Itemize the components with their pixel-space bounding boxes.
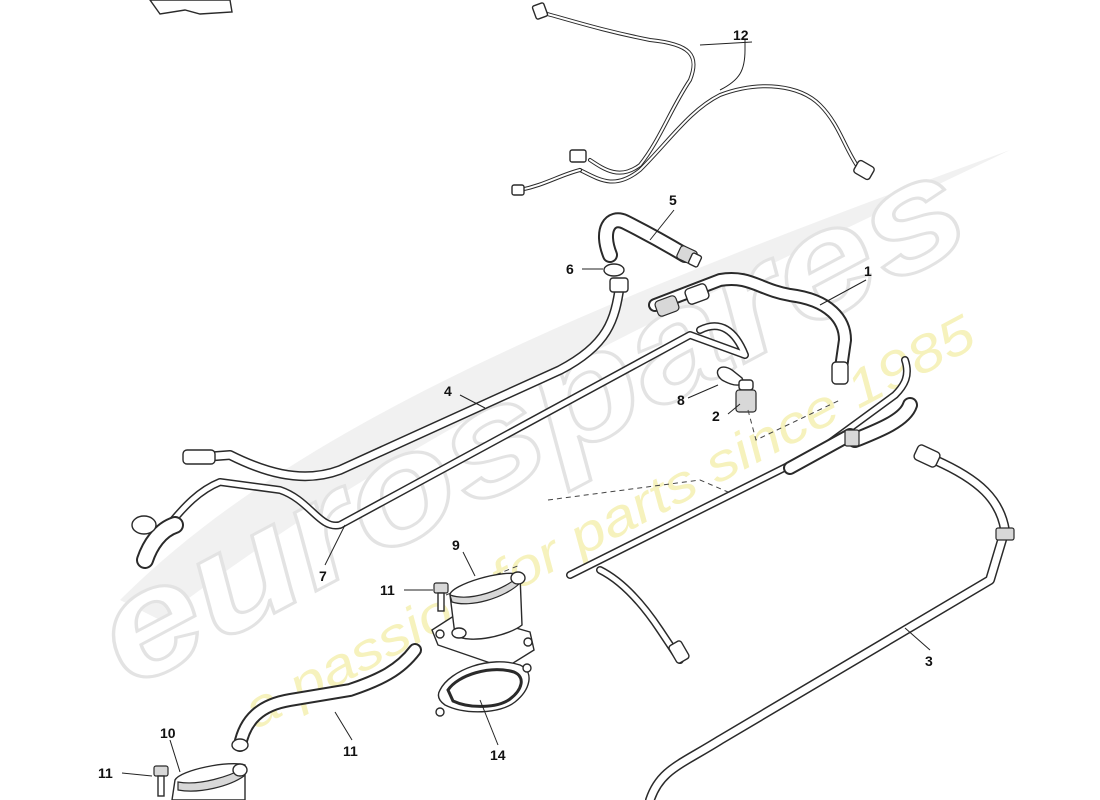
- clamp-part-8: [716, 366, 744, 386]
- callout-3: 3: [925, 653, 933, 669]
- callout-11-lower: 11: [98, 765, 113, 781]
- bolt-part-11a: [433, 582, 449, 612]
- callout-6: 6: [566, 261, 574, 277]
- leader-lines: [121, 40, 931, 777]
- hose-part-1: [648, 272, 852, 385]
- callout-14: 14: [490, 747, 506, 763]
- pipe-part-3: [566, 356, 1015, 800]
- bolt-part-11b: [153, 765, 169, 797]
- top-connector: [149, 0, 233, 15]
- fitting-part-2: [735, 379, 757, 413]
- callout-4: 4: [444, 383, 452, 399]
- hose-part-12: [231, 643, 422, 752]
- pipe-part-4: [182, 277, 629, 482]
- watermark-swoosh: [120, 150, 1010, 620]
- callout-2: 2: [712, 408, 720, 424]
- gasket-part-14: [435, 661, 532, 717]
- hose-part-5: [598, 212, 703, 268]
- callout-10: 10: [160, 725, 176, 741]
- pipe-part-7: [131, 322, 749, 569]
- callout-1: 1: [864, 263, 872, 279]
- callout-5: 5: [669, 192, 677, 208]
- sensor-harness-part-13: [149, 0, 875, 196]
- clip-ring-part-6: [603, 263, 625, 277]
- filter-block-part-9: [431, 571, 535, 669]
- callout-7: 7: [319, 568, 327, 584]
- callout-12: 11: [343, 743, 358, 759]
- callout-9: 9: [452, 537, 460, 553]
- callout-13: 12: [733, 27, 749, 43]
- callout-8: 8: [677, 392, 685, 408]
- callout-labels: 12 5 6 1 4 8 2 7 9 11 3 10 11 14 11: [98, 27, 933, 781]
- callout-11-upper: 11: [380, 582, 395, 598]
- filter-block-part-10: [171, 763, 248, 800]
